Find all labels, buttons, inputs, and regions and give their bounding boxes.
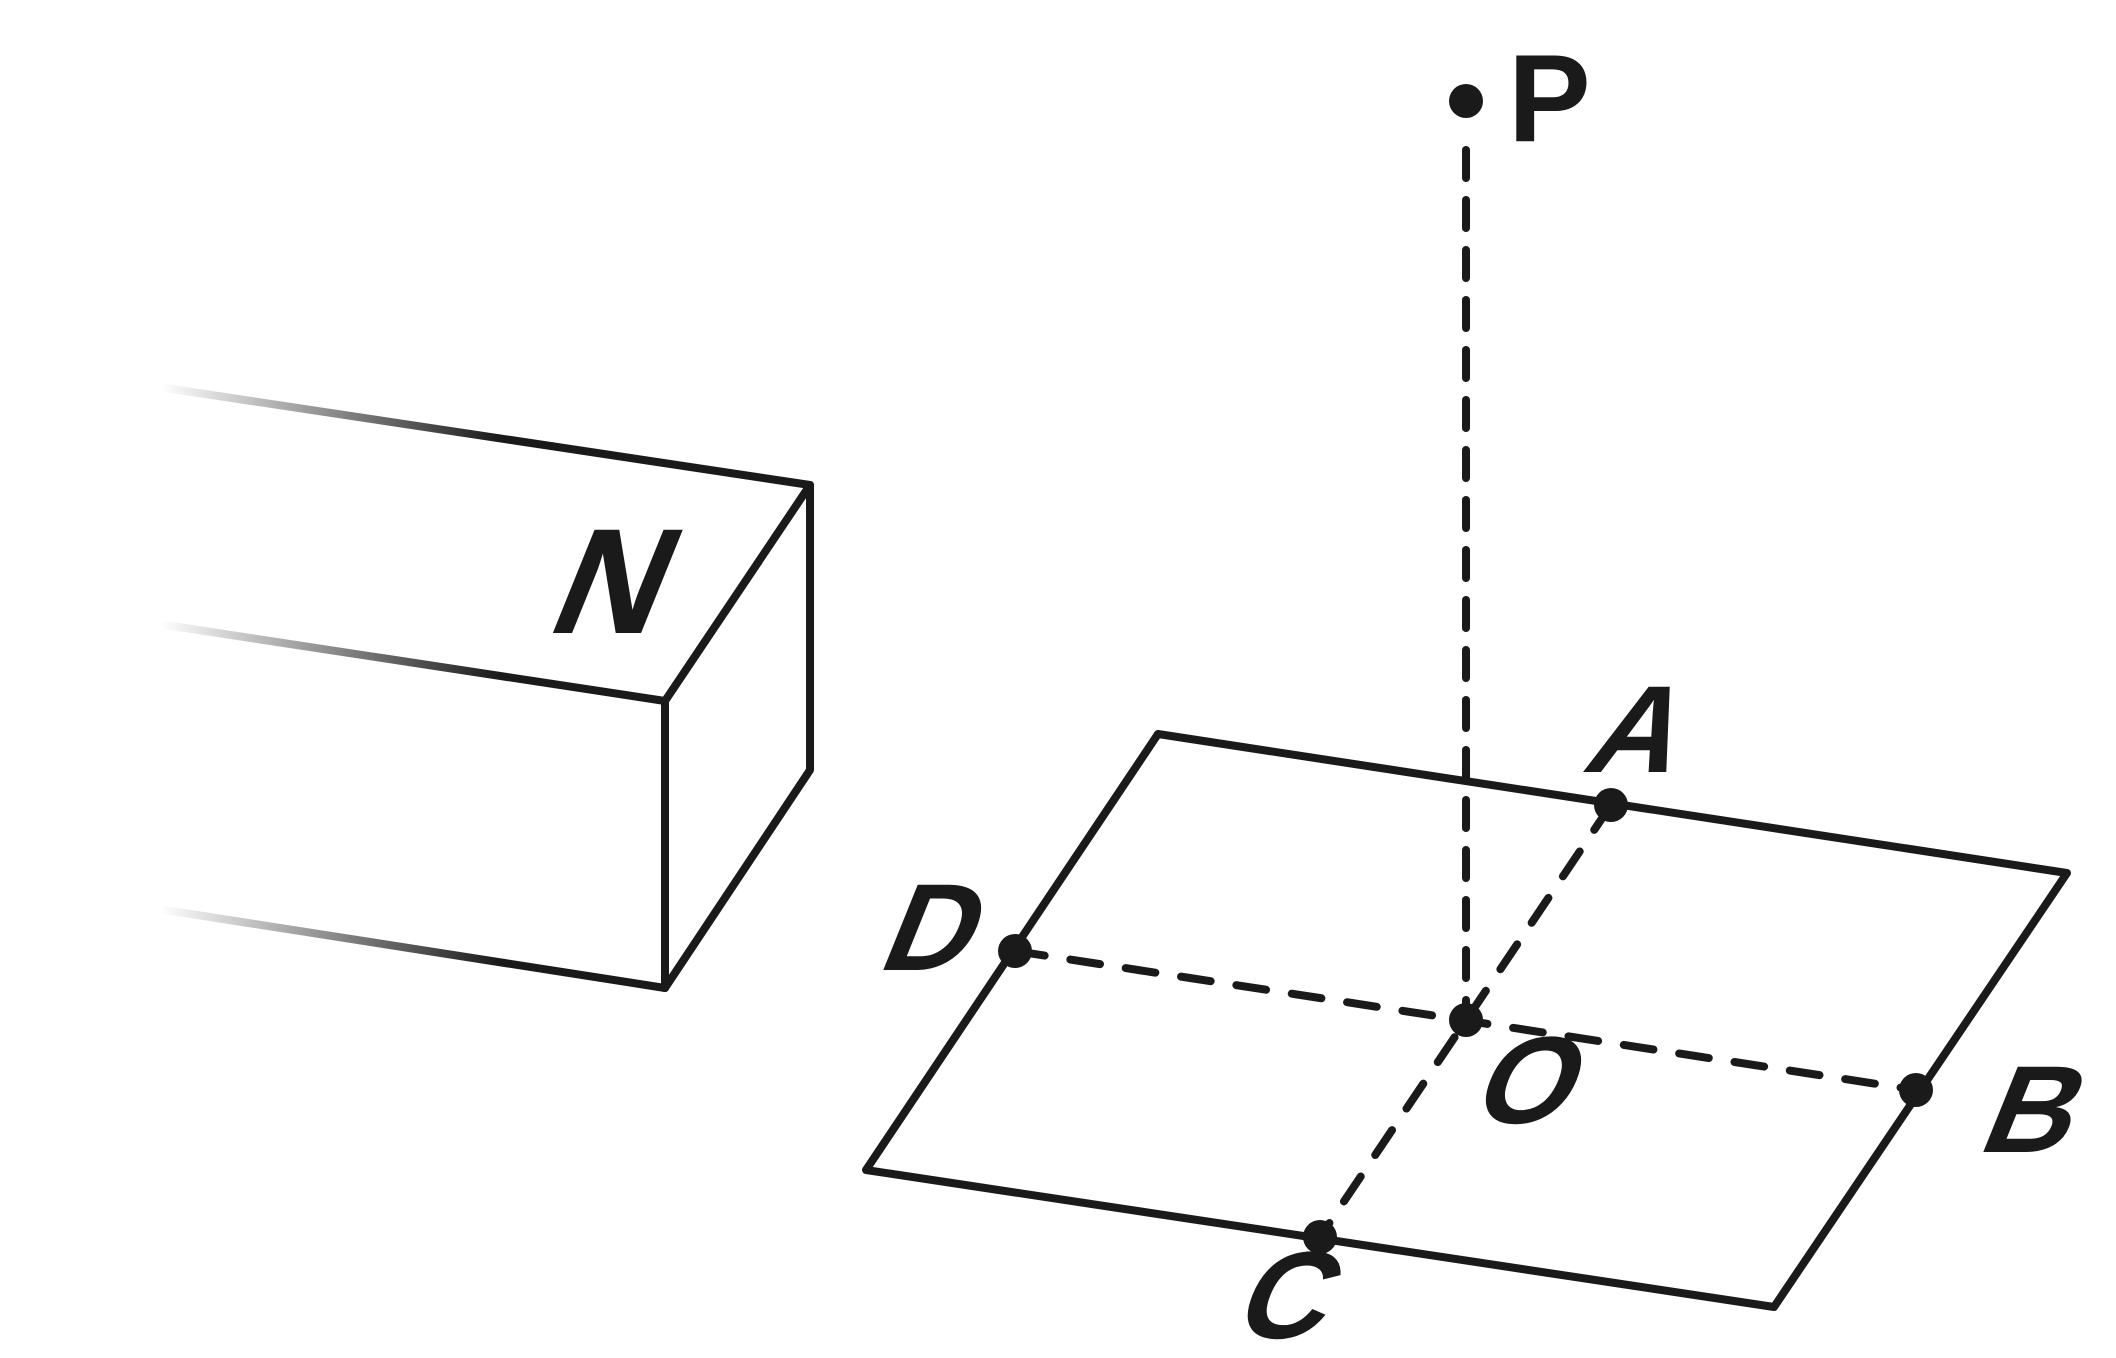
plane-outline (862, 730, 2071, 1311)
points (998, 84, 1933, 1254)
point-o-marker (1449, 1003, 1483, 1037)
magnet-top-front-edge (161, 621, 669, 705)
magnet-bottom-front-edge (161, 906, 669, 992)
dashed-lines (1011, 146, 1920, 1241)
bar-magnet: N (161, 384, 814, 992)
label-a: A (1569, 660, 1714, 798)
point-b-marker (1899, 1073, 1933, 1107)
magnet-end-face-top (661, 481, 814, 992)
label-c: C (1219, 1226, 1364, 1358)
point-c-marker (1303, 1220, 1337, 1254)
line-a-to-c (1316, 801, 1615, 1241)
point-p-marker (1449, 84, 1483, 118)
magnet-top-back-edge (161, 384, 814, 489)
label-d: D (864, 858, 1009, 996)
point-labels: P A B C D O (864, 30, 2109, 1358)
label-o: O (1457, 1011, 1609, 1149)
label-p: P (1508, 30, 1591, 168)
label-b: B (1964, 1040, 2109, 1178)
point-d-marker (998, 934, 1032, 968)
point-a-marker (1594, 788, 1628, 822)
magnet-pole-label: N (530, 498, 706, 665)
